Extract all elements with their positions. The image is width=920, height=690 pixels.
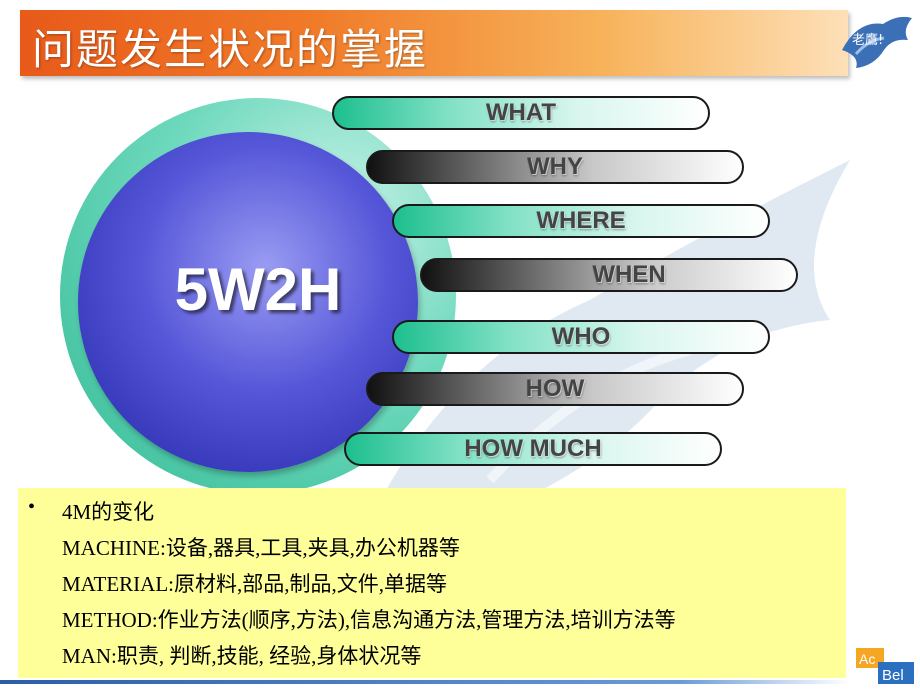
badge-text: 老鷹! — [852, 33, 883, 48]
footer-line — [0, 680, 850, 684]
pill-why: WHY — [366, 150, 744, 184]
notes-line-machine: MACHINE:设备,器具,工具,夹具,办公机器等 — [62, 536, 460, 560]
center-circle — [78, 132, 418, 472]
pill-who: WHO — [392, 320, 770, 354]
title-bar: 问题发生状况的掌握 — [20, 10, 848, 76]
notes-line-man: MAN:职责, 判断,技能, 经验,身体状况等 — [62, 644, 422, 668]
notes-heading: 4M的变化 — [62, 500, 155, 524]
pill-where: WHERE — [392, 204, 770, 238]
notes-box: • 4M的变化 MACHINE:设备,器具,工具,夹具,办公机器等 MATERI… — [18, 488, 846, 678]
acbel-logo: Ac Bel — [856, 648, 914, 684]
svg-text:Bel: Bel — [882, 667, 904, 684]
page-title: 问题发生状况的掌握 — [32, 25, 429, 74]
pill-how-much: HOW MUCH — [344, 432, 722, 466]
bullet-icon: • — [28, 496, 36, 518]
eagle-badge-icon: 老鷹! — [842, 16, 912, 68]
notes-line-material: MATERIAL:原材料,部品,制品,文件,单据等 — [62, 572, 447, 596]
notes-line-method: METHOD:作业方法(顺序,方法),信息沟通方法,管理方法,培训方法等 — [62, 608, 676, 632]
pill-how: HOW — [366, 372, 744, 406]
pill-what: WHAT — [332, 96, 710, 130]
pill-when: WHEN — [420, 258, 798, 292]
center-label: 5W2H — [174, 256, 342, 323]
svg-text:Ac: Ac — [859, 651, 875, 667]
